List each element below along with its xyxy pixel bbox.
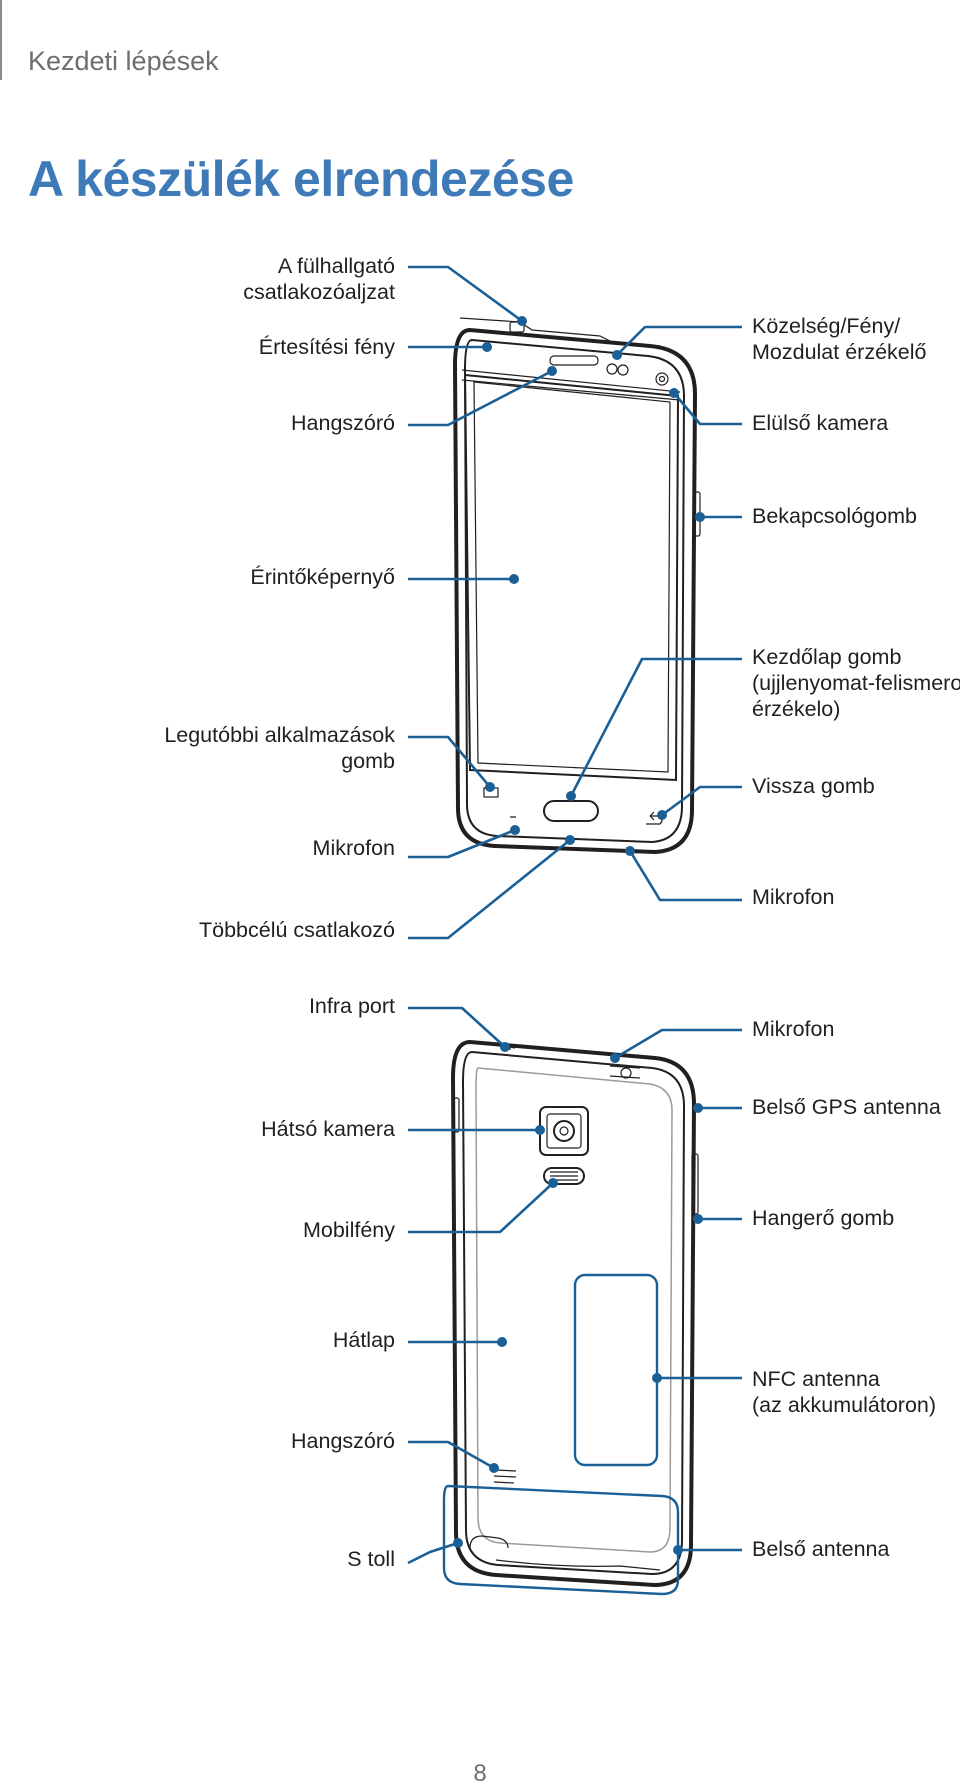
label-recent-apps: Legutóbbi alkalmazások gomb [164,723,395,773]
back-device-outline [450,1039,699,1588]
label-nfc-antenna: NFC antenna (az akkumulátoron) [752,1367,937,1417]
label-front-microphone: Mikrofon [312,836,395,860]
main-antenna-outline [442,1484,680,1596]
label-front-microphone-right: Mikrofon [752,885,835,909]
label-back-cover: Hátlap [332,1328,395,1352]
label-rear-camera: Hátsó kamera [261,1117,395,1141]
front-leaders [408,265,742,940]
label-ir-port: Infra port [308,994,395,1018]
label-multipurpose-jack: Többcélú csatlakozó [199,918,395,942]
page-title: A készülék elrendezése [28,151,574,207]
breadcrumb: Kezdeti lépések [28,46,219,76]
label-back-microphone: Mikrofon [752,1017,835,1041]
label-proximity-sensor: Közelség/Fény/ Mozdulat érzékelő [752,314,927,364]
nfc-antenna-outline [573,1273,659,1467]
header-rule [0,0,2,80]
label-back-button: Vissza gomb [752,774,875,798]
label-headset-jack: A fülhallgató csatlakozóaljzat [243,254,395,304]
front-device-outline [452,317,701,855]
label-back-speaker: Hangszóró [291,1429,395,1453]
label-s-pen: S toll [347,1547,395,1571]
label-gps-antenna: Belső GPS antenna [752,1095,941,1119]
label-main-antenna: Belső antenna [752,1537,890,1561]
label-power-button: Bekapcsológomb [752,504,917,528]
label-front-camera: Elülső kamera [752,411,889,435]
page-number: 8 [473,1760,487,1787]
label-front-speaker: Hangszóró [291,411,395,435]
label-flash: Mobilfény [302,1218,395,1242]
label-volume-button: Hangerő gomb [752,1206,895,1230]
back-leaders [407,1006,742,1565]
label-touchscreen: Érintőképernyő [250,565,395,589]
label-notification-light: Értesítési fény [258,335,395,359]
label-home-button: Kezdőlap gomb (ujjlenyomat-felismero érz… [752,645,960,721]
